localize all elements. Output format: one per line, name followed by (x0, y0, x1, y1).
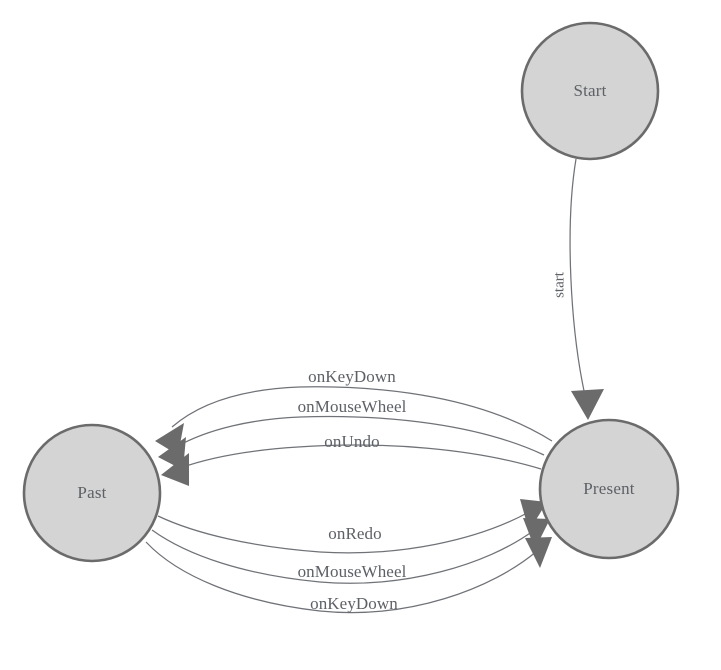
edge-present-to-past-2-path (175, 415, 545, 456)
node-present[interactable]: Present (538, 418, 680, 560)
arrowhead-past-to-present-2 (523, 518, 550, 549)
node-present-circle[interactable] (538, 418, 680, 560)
edge-past-to-present-2[interactable] (151, 518, 550, 584)
arrowhead-present-to-past-3 (161, 453, 189, 486)
edges-layer (145, 158, 604, 614)
edge-label-past-to-present-2: onMouseWheel (298, 562, 407, 581)
node-start-label: Start (573, 81, 606, 100)
edge-start-to-present[interactable] (569, 158, 604, 420)
edge-labels-layer: start onKeyDown onMouseWheel onUndo onRe… (298, 271, 568, 613)
node-past-label: Past (77, 483, 106, 502)
edge-label-present-to-past-2: onMouseWheel (298, 397, 407, 416)
edge-label-past-to-present-1: onRedo (328, 524, 381, 543)
arrowhead-past-to-present-3 (525, 537, 552, 568)
edge-label-present-to-past-3: onUndo (324, 432, 379, 451)
node-present-label: Present (583, 479, 635, 498)
edge-present-to-past-3-path (179, 444, 542, 470)
node-past[interactable]: Past (22, 423, 162, 563)
edge-label-start: start (551, 271, 567, 298)
edge-past-to-present-3-path (145, 541, 538, 614)
edge-past-to-present-1-path (157, 511, 530, 554)
node-start-circle[interactable] (520, 21, 660, 161)
edge-label-past-to-present-3: onKeyDown (310, 594, 398, 613)
edge-label-present-to-past-1: onKeyDown (308, 367, 396, 386)
nodes-layer: Start Past Present (22, 21, 680, 563)
edge-present-to-past-1-path (171, 386, 553, 442)
edge-past-to-present-2-path (151, 529, 534, 584)
arrowhead-start-to-present (571, 389, 604, 420)
node-start[interactable]: Start (520, 21, 660, 161)
node-past-circle[interactable] (22, 423, 162, 563)
edge-start-to-present-path (569, 158, 587, 401)
edge-past-to-present-3[interactable] (145, 537, 552, 614)
edge-present-to-past-3[interactable] (161, 444, 542, 486)
